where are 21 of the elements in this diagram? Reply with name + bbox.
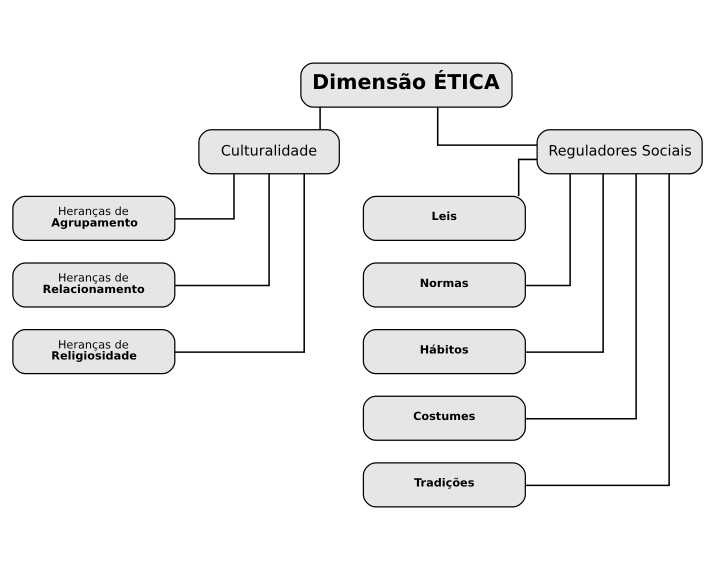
connector	[174, 174, 235, 220]
connector	[518, 158, 537, 196]
connector	[436, 107, 537, 146]
node-box: Tradições	[362, 462, 526, 508]
connector	[175, 174, 270, 286]
node-box: Normas	[362, 262, 526, 308]
connector	[174, 174, 305, 353]
node-box: Reguladores Sociais	[536, 129, 703, 174]
node-box: Heranças de Religiosidade	[12, 328, 176, 374]
node-box: Costumes	[362, 396, 526, 441]
node-box: Hábitos	[362, 328, 526, 374]
node-box: Dimensão ÉTICA	[300, 62, 513, 108]
connector	[526, 174, 604, 353]
node-box: Heranças de Relacionamento	[12, 262, 176, 308]
node-box: Culturalidade	[198, 129, 340, 174]
connector	[526, 174, 670, 486]
connector	[525, 174, 571, 286]
connector	[525, 174, 637, 420]
node-box: Heranças de Agrupamento	[12, 196, 176, 242]
node-box: Leis	[362, 196, 526, 242]
connector	[319, 107, 321, 130]
